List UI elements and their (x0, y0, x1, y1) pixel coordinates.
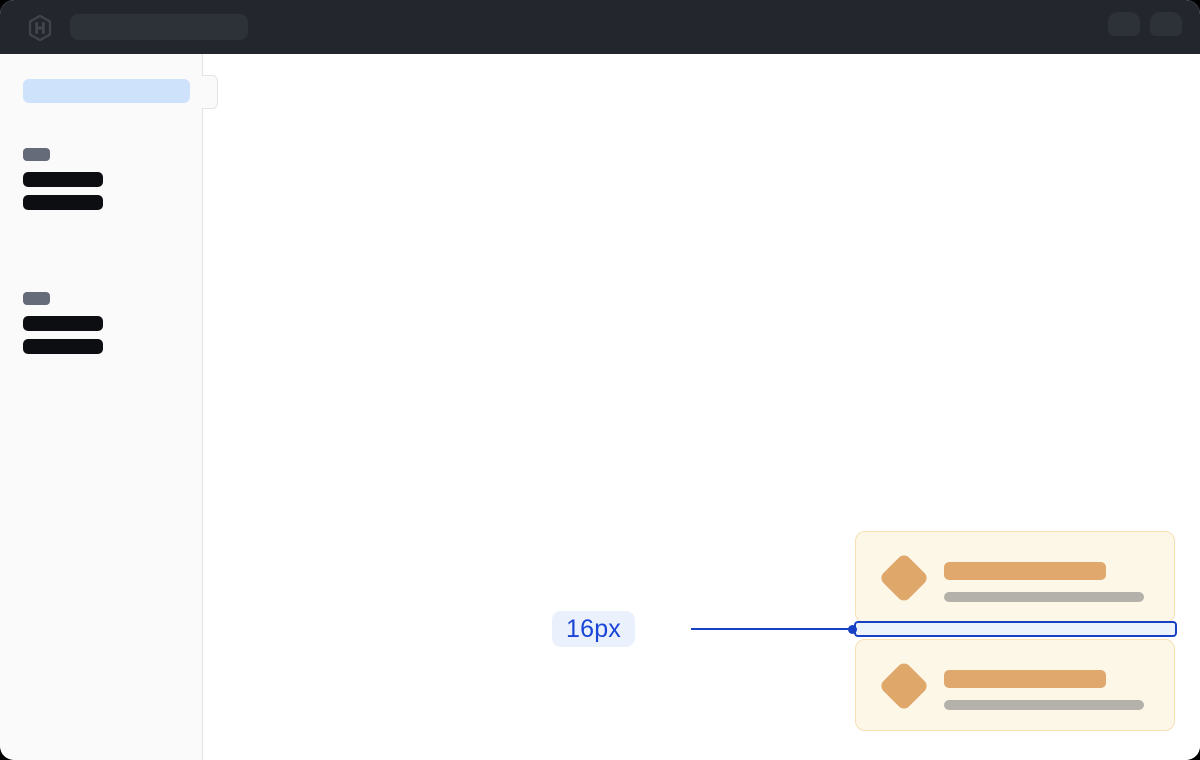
spacing-leader-line (691, 628, 856, 630)
sidebar-group-0 (23, 148, 103, 210)
diamond-icon (878, 552, 930, 604)
search-input[interactable] (70, 14, 248, 40)
card-title (944, 562, 1106, 580)
hashicorp-logo (28, 14, 52, 42)
list-item[interactable] (855, 639, 1175, 731)
sidebar-item-0-0[interactable] (23, 172, 103, 187)
sidebar-group-label (23, 148, 50, 161)
spacing-measure-bar (854, 621, 1177, 637)
header-action-1[interactable] (1108, 12, 1140, 36)
spacing-leader-dot (848, 625, 857, 634)
list-item[interactable] (855, 531, 1175, 623)
card-subtitle (944, 592, 1144, 602)
sidebar-group-label (23, 292, 50, 305)
card-subtitle (944, 700, 1144, 710)
main-canvas: 16px (203, 54, 1200, 760)
sidebar (0, 54, 218, 760)
sidebar-group-1 (23, 292, 103, 354)
header-actions (1108, 12, 1182, 36)
header-action-2[interactable] (1150, 12, 1182, 36)
app-body: 16px (0, 54, 1200, 760)
diamond-icon (878, 660, 930, 712)
sidebar-item-1-1[interactable] (23, 339, 103, 354)
sidebar-highlight-item[interactable] (23, 79, 190, 103)
sidebar-item-1-0[interactable] (23, 316, 103, 331)
sidebar-collapse-toggle[interactable] (202, 75, 218, 109)
sidebar-item-0-1[interactable] (23, 195, 103, 210)
card-title (944, 670, 1106, 688)
app-header (0, 0, 1200, 54)
spacing-measure-label: 16px (552, 611, 636, 647)
